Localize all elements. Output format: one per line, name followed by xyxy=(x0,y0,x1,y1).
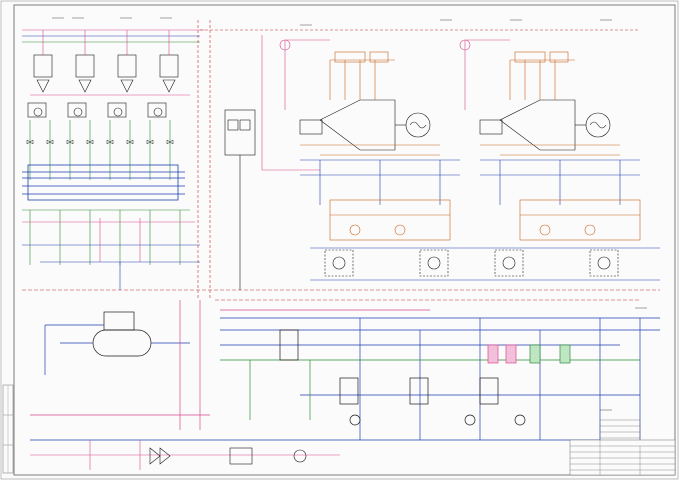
lower-left-pipework xyxy=(22,209,200,290)
bottom-left-drains xyxy=(30,440,340,470)
center-vertical xyxy=(22,20,660,301)
unit-right xyxy=(459,39,640,205)
tag-markers xyxy=(52,17,647,411)
deaerator-tank xyxy=(44,311,190,375)
lower-right-piping xyxy=(30,300,660,441)
top-left-equipment xyxy=(22,29,205,201)
title-block xyxy=(569,439,676,476)
drawing-frame xyxy=(13,4,676,476)
revision-stamp xyxy=(599,419,641,439)
oil-system xyxy=(329,199,641,241)
unit-left xyxy=(279,39,460,205)
side-stamp xyxy=(2,384,14,474)
mid-right-pumps xyxy=(310,247,660,281)
